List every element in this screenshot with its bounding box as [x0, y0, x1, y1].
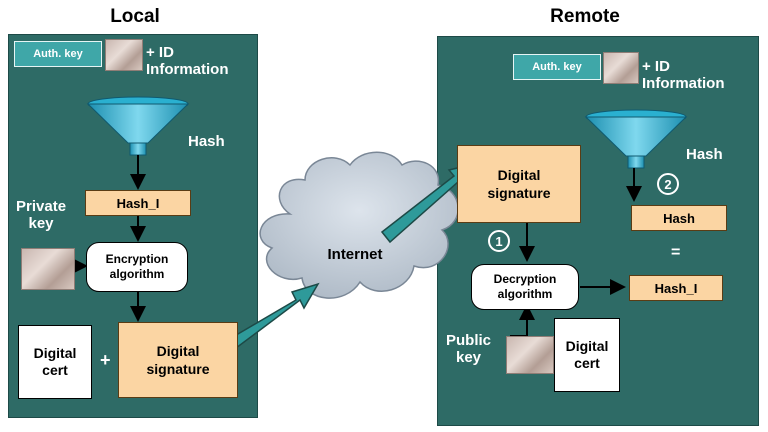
step-2-marker: 2 [657, 173, 679, 195]
remote-digital-signature: Digital signature [457, 145, 581, 223]
remote-funnel-icon [584, 109, 688, 169]
local-hash-label: Hash [188, 133, 225, 150]
local-id-information: + ID Information [146, 44, 229, 78]
encryption-algorithm: Encryption algorithm [86, 242, 188, 292]
public-key-photo [506, 336, 554, 374]
remote-auth-key: Auth. key [513, 54, 601, 80]
remote-hash-label: Hash [686, 146, 723, 163]
remote-hash-box: Hash [631, 205, 727, 231]
equals-sign: = [671, 244, 681, 261]
internet-cloud [259, 151, 459, 299]
local-digital-signature: Digital signature [118, 322, 238, 398]
plus-sign: + [100, 350, 111, 370]
public-key-label: Public key [446, 332, 492, 366]
step-1-marker: 1 [488, 230, 510, 252]
decryption-algorithm: Decryption algorithm [471, 264, 579, 310]
local-auth-key-photo [105, 39, 143, 71]
local-funnel-icon [86, 96, 190, 156]
remote-auth-key-photo [603, 52, 639, 84]
remote-title: Remote [550, 6, 620, 27]
remote-id-information: + ID Information [642, 58, 725, 92]
local-hash-i-box: Hash_I [85, 190, 191, 216]
remote-digital-cert: Digital cert [554, 318, 620, 392]
private-key-photo [21, 248, 75, 290]
private-key-label: Private key [16, 198, 67, 232]
local-auth-key: Auth. key [14, 41, 102, 67]
remote-hash-i-box: Hash_I [629, 275, 723, 301]
internet-label: Internet [327, 246, 383, 263]
local-title: Local [110, 6, 160, 27]
local-digital-cert: Digital cert [18, 325, 92, 399]
